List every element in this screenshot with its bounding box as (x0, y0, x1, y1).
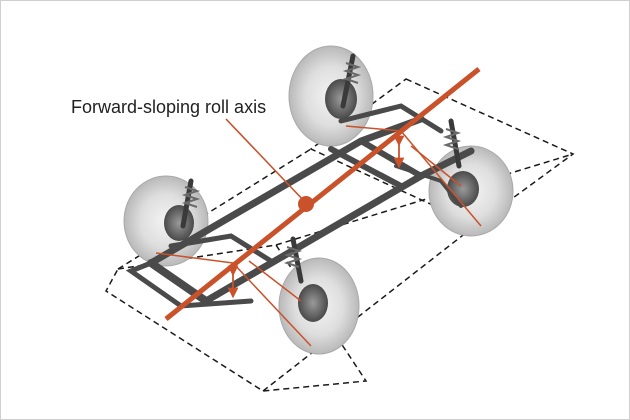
roll-center-dot (298, 196, 314, 212)
roll-axis-line (164, 67, 481, 321)
roll-axis-label: Forward-sloping roll axis (71, 97, 267, 117)
label-leader-line (225, 118, 307, 204)
right-reference-line (262, 224, 477, 392)
suspension-springs (181, 62, 462, 268)
wheel-rear-right (428, 145, 514, 237)
suspension-geometry-lines (155, 125, 482, 347)
wheel-front-right (278, 257, 360, 355)
wheel-rear-left (288, 45, 374, 147)
left-reference-line (117, 148, 312, 270)
